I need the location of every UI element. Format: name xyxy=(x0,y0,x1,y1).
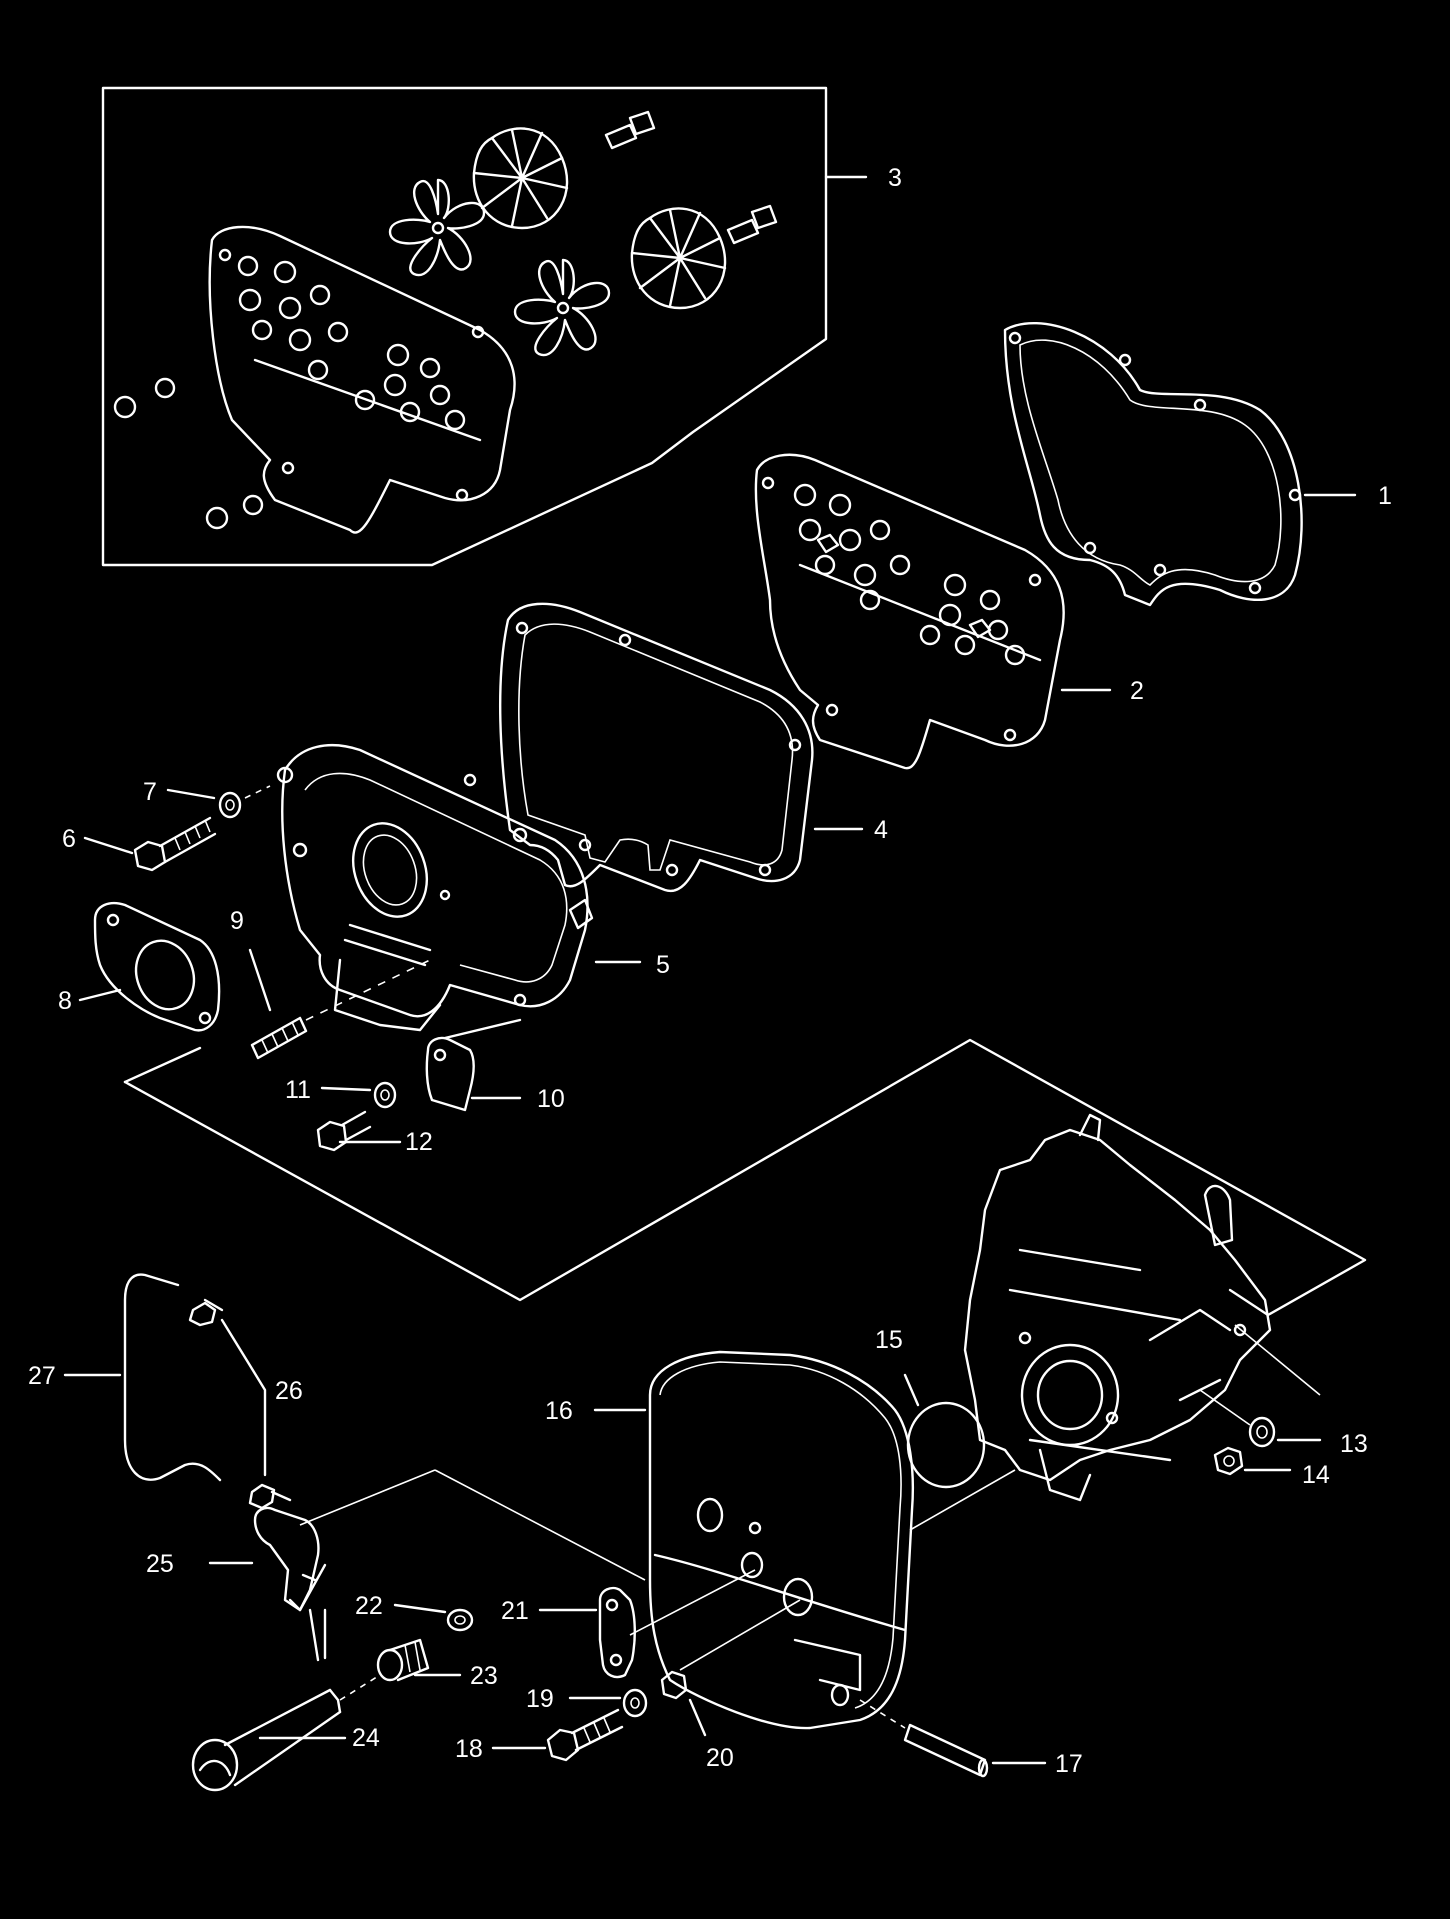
callout-24: 24 xyxy=(352,1724,380,1752)
callout-22: 22 xyxy=(355,1592,383,1620)
kit-cover-plate xyxy=(208,225,516,534)
part-25-choke-lever xyxy=(208,1469,646,1662)
callout-6: 6 xyxy=(62,825,76,853)
part-11-washer xyxy=(320,1081,397,1109)
callout-21: 21 xyxy=(501,1597,529,1625)
part-6-bolt xyxy=(83,816,217,872)
callout-3: 3 xyxy=(888,164,902,192)
callout-17: 17 xyxy=(1055,1750,1083,1778)
part-26-screw-top xyxy=(188,1298,224,1327)
part-21-bracket xyxy=(538,1569,756,1679)
part-12-bolt xyxy=(316,1110,402,1152)
callout-15: 15 xyxy=(875,1326,903,1354)
part-24-choke-knob xyxy=(191,1674,381,1792)
part-17-rod xyxy=(859,1699,1047,1778)
part-7-washer xyxy=(166,785,271,819)
part-1-gasket xyxy=(1003,321,1357,607)
callout-16: 16 xyxy=(545,1397,573,1425)
kit-outline xyxy=(101,86,868,567)
part-5-housing xyxy=(276,743,642,1032)
callout-14: 14 xyxy=(1302,1461,1330,1489)
part-22-washer xyxy=(393,1603,474,1632)
part-16-filter-housing xyxy=(593,1350,1016,1730)
part-13-washer xyxy=(1199,1389,1322,1448)
part-18-bolt xyxy=(491,1708,624,1762)
callout-18: 18 xyxy=(455,1735,483,1763)
part-27-choke-wire xyxy=(63,1273,222,1482)
callout-23: 23 xyxy=(470,1662,498,1690)
part-14-nut xyxy=(1213,1446,1292,1476)
callout-2: 2 xyxy=(1130,677,1144,705)
part-23-bushing xyxy=(376,1638,462,1682)
part-4-gasket xyxy=(499,602,864,893)
callout-10: 10 xyxy=(537,1085,565,1113)
callout-26: 26 xyxy=(275,1377,303,1405)
callout-1: 1 xyxy=(1378,482,1392,510)
part-19-washer xyxy=(568,1688,648,1718)
callout-13: 13 xyxy=(1340,1430,1368,1458)
kit-nuts xyxy=(113,377,264,530)
callout-12: 12 xyxy=(405,1128,433,1156)
callout-19: 19 xyxy=(526,1685,554,1713)
kit-screw-top xyxy=(604,110,656,150)
callout-5: 5 xyxy=(656,951,670,979)
callout-8: 8 xyxy=(58,987,72,1015)
callout-25: 25 xyxy=(146,1550,174,1578)
part-20-nut xyxy=(660,1599,801,1737)
kit-screw-mid xyxy=(726,204,778,245)
callout-labels: 1 2 3 4 5 6 7 8 9 10 11 12 13 14 15 16 1… xyxy=(28,164,1392,1778)
callout-4: 4 xyxy=(874,816,888,844)
callout-11: 11 xyxy=(285,1076,311,1104)
callout-7: 7 xyxy=(143,778,157,806)
part-26-screw-bottom xyxy=(220,1318,292,1510)
callout-9: 9 xyxy=(230,907,244,935)
part-2-cover xyxy=(754,453,1112,770)
assembly-outline xyxy=(123,1038,1367,1317)
carburetor-body xyxy=(963,1113,1321,1502)
callout-20: 20 xyxy=(706,1744,734,1772)
part-9-stud xyxy=(248,948,431,1060)
callout-27: 27 xyxy=(28,1362,56,1390)
part-10-clip xyxy=(425,1018,522,1112)
kit-rotor-flowers xyxy=(113,110,778,530)
part-8-gasket xyxy=(78,901,221,1032)
